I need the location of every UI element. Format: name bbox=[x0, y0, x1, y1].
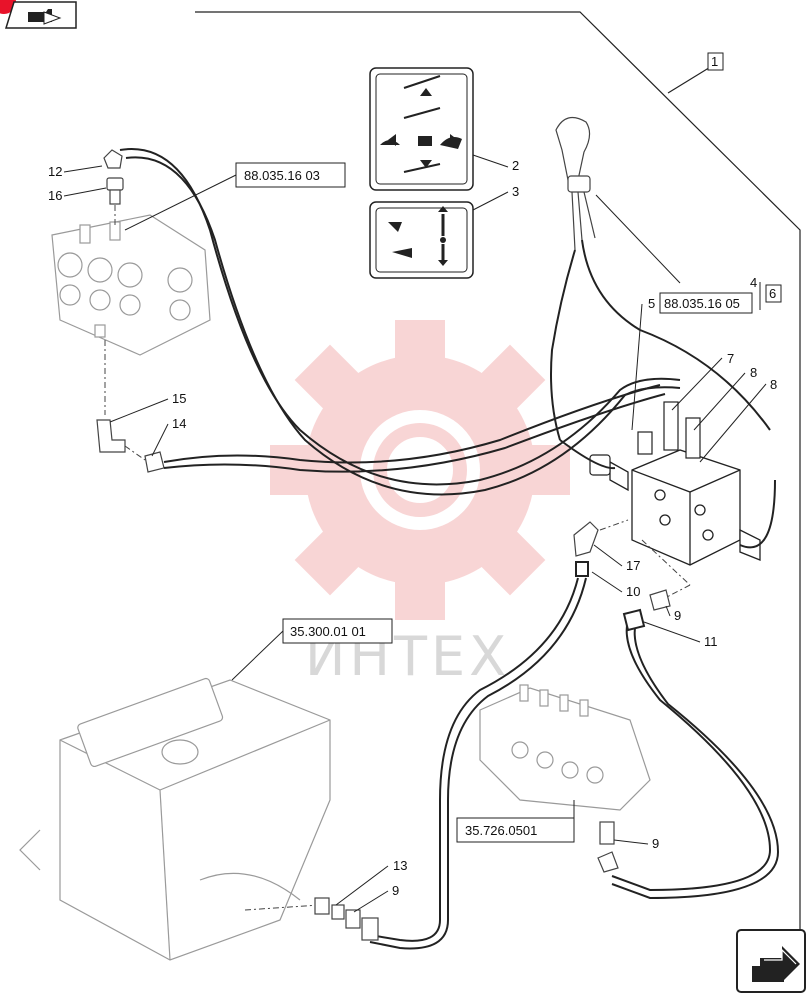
ref-box-tank[interactable]: 35.300.01 01 bbox=[282, 618, 393, 644]
callout-14: 14 bbox=[172, 416, 186, 431]
callout-4: 4 bbox=[750, 275, 757, 290]
ref-valve-top-label: 88.035.16 03 bbox=[244, 168, 320, 183]
frame-lines bbox=[195, 11, 801, 940]
fitting-9-bottom bbox=[597, 821, 619, 873]
fittings-13-9 bbox=[314, 897, 379, 941]
fitting-12 bbox=[103, 149, 123, 169]
callout-5: 5 bbox=[648, 296, 655, 311]
valve-ports bbox=[589, 401, 701, 476]
callout-7: 7 bbox=[727, 351, 734, 366]
ref-box-joystick[interactable]: 88.035.16 05 bbox=[659, 292, 753, 314]
fitting-15 bbox=[96, 419, 126, 453]
callout-13: 13 bbox=[393, 858, 407, 873]
joystick-handle bbox=[550, 116, 771, 441]
hose-return-10 bbox=[369, 561, 589, 950]
callout-16: 16 bbox=[48, 188, 62, 203]
hose-11 bbox=[611, 608, 780, 900]
callout-8a: 8 bbox=[750, 365, 757, 380]
hydraulic-tank bbox=[19, 677, 331, 961]
decal-joystick-pattern bbox=[369, 67, 474, 191]
ref-box-valve-top[interactable]: 88.035.16 03 bbox=[235, 162, 346, 188]
control-valve-right bbox=[609, 449, 761, 566]
callout-17: 17 bbox=[626, 558, 640, 573]
leader-lines bbox=[63, 165, 767, 913]
ref-valve-bottom-label: 35.726.0501 bbox=[465, 823, 537, 838]
control-valve-bottom bbox=[479, 684, 651, 811]
callout-8b: 8 bbox=[770, 377, 777, 392]
fitting-9-right bbox=[649, 589, 671, 611]
callout-1: 1 bbox=[711, 54, 718, 69]
callout-2: 2 bbox=[512, 158, 519, 173]
hydraulic-hoses bbox=[119, 148, 681, 496]
callout-6: 6 bbox=[769, 286, 776, 301]
control-valve-top bbox=[51, 214, 211, 356]
hose-end-14 bbox=[144, 451, 165, 473]
callout-9c: 9 bbox=[392, 883, 399, 898]
callout-15: 15 bbox=[172, 391, 186, 406]
watermark-gear bbox=[270, 320, 570, 620]
decal-loader-functions bbox=[369, 201, 474, 279]
fitting-16 bbox=[106, 177, 124, 205]
callout-9b: 9 bbox=[652, 836, 659, 851]
callout-11: 11 bbox=[704, 634, 718, 649]
callout-12: 12 bbox=[48, 164, 62, 179]
callouts: 1 2 3 4 5 6 7 8 8 9 9 9 10 11 12 13 14 1… bbox=[48, 52, 782, 898]
elbow-fitting-17 bbox=[573, 521, 599, 557]
callout-3: 3 bbox=[512, 184, 519, 199]
next-page-arrow-icon[interactable] bbox=[736, 929, 806, 993]
parts-catalog-nav-icon[interactable] bbox=[0, 0, 77, 29]
ref-joystick-label: 88.035.16 05 bbox=[664, 296, 740, 311]
ref-box-valve-bottom[interactable]: 35.726.0501 bbox=[456, 817, 575, 843]
ref-tank-label: 35.300.01 01 bbox=[290, 624, 366, 639]
callout-10: 10 bbox=[626, 584, 640, 599]
callout-9a: 9 bbox=[674, 608, 681, 623]
